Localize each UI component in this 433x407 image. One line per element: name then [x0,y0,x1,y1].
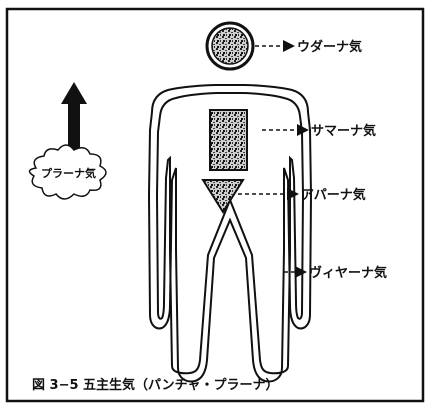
up-arrow-icon [61,82,87,152]
apana-region [203,180,243,212]
apana-label: アパーナ気 [301,187,366,203]
head-circle [207,23,253,69]
figure-caption: 図 3−5 五主生気（パンチャ・プラーナ） [32,377,279,393]
prana-label: プラーナ気 [41,166,96,180]
samana-region [210,110,247,170]
samana-label: サマーナ気 [311,123,376,139]
vyana-label: ヴィヤーナ気 [309,265,387,281]
udana-label: ウダーナ気 [297,39,362,55]
figure-frame [7,9,423,401]
